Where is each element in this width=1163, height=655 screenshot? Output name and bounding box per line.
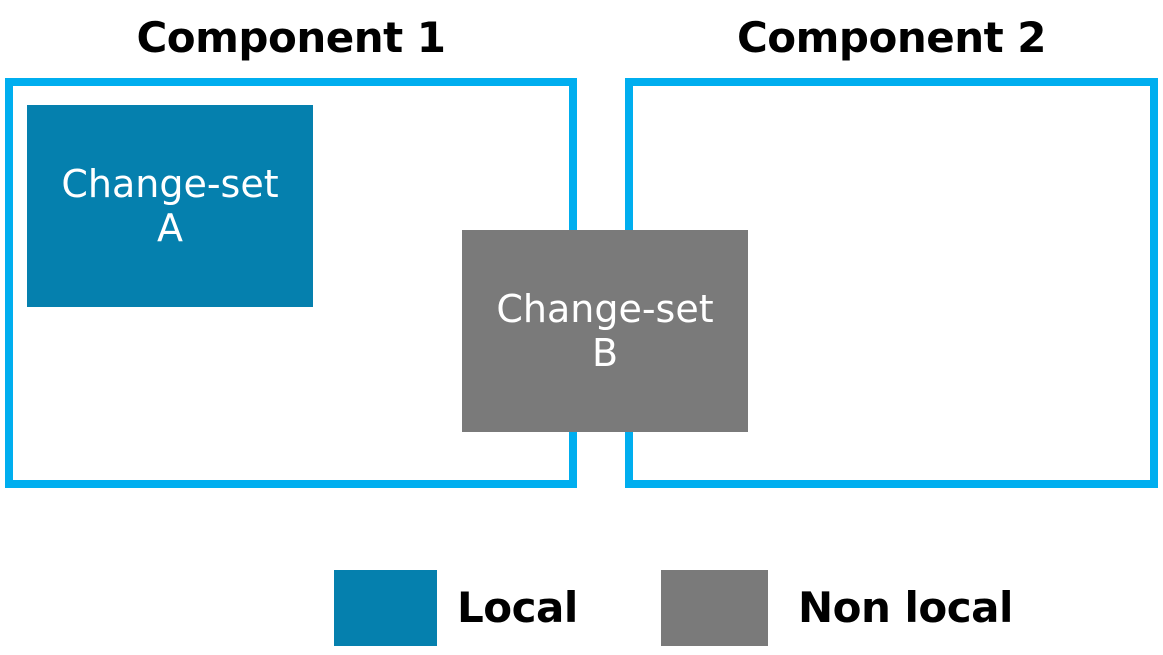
legend: Local Non local: [0, 565, 1163, 655]
legend-item-non-local: Non local: [661, 570, 1013, 646]
legend-swatch-non-local-icon: [661, 570, 768, 646]
changeset-b-label-line2: B: [591, 331, 619, 375]
legend-label-local: Local: [457, 583, 578, 632]
component-2-title: Component 2: [736, 13, 1047, 62]
changeset-a-label-line2: A: [157, 206, 183, 250]
component-1-title: Component 1: [136, 13, 446, 62]
legend-swatch-local-icon: [334, 570, 437, 646]
legend-label-non-local: Non local: [798, 583, 1013, 632]
changeset-b-label-line1: Change-set: [496, 286, 714, 331]
changeset-a-block[interactable]: Change-set A: [27, 105, 313, 307]
changeset-a-label-line1: Change-set: [61, 161, 279, 206]
changeset-b-block[interactable]: Change-set B: [462, 230, 748, 432]
legend-item-local: Local: [334, 570, 578, 646]
